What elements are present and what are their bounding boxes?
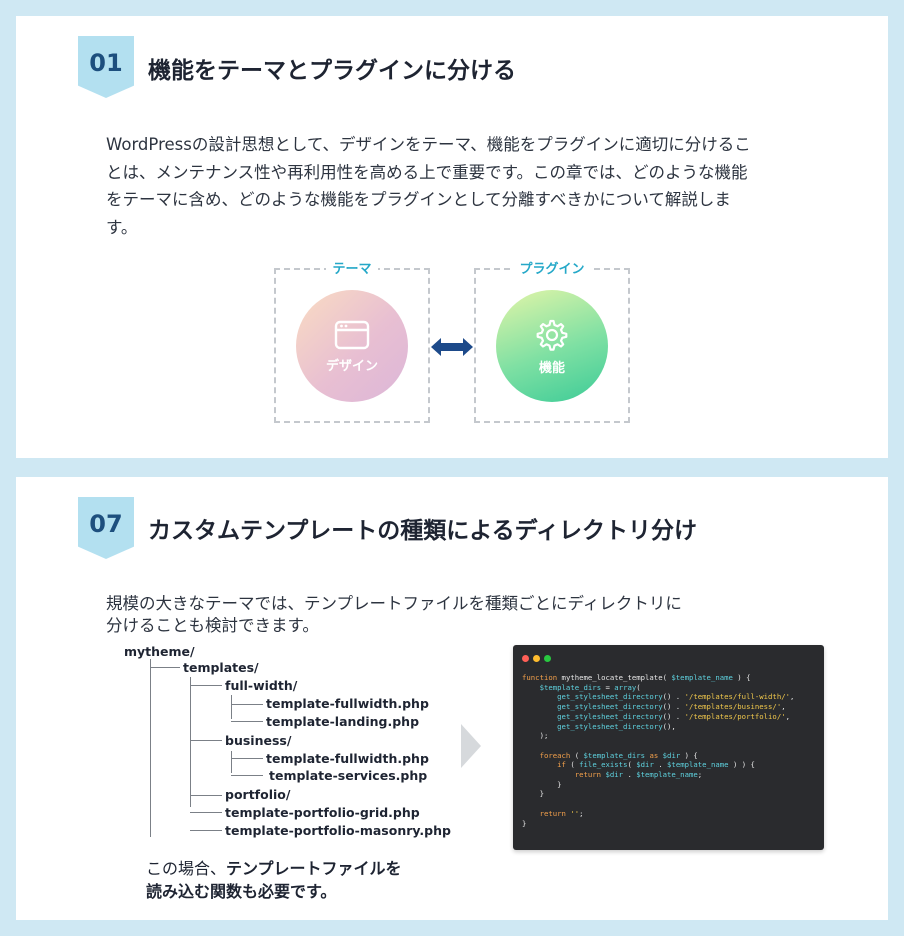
code-line: $template_dirs = array( xyxy=(539,682,641,692)
code-line: if ( file_exists( $dir . $template_name … xyxy=(557,760,755,770)
code-line xyxy=(522,741,794,751)
tree-guide-line xyxy=(231,751,232,773)
design-circle: デザイン xyxy=(296,290,408,402)
tree-node: template-services.php xyxy=(269,768,428,783)
theme-box-label: テーマ xyxy=(326,262,378,277)
code-line: get_stylesheet_directory(), xyxy=(557,721,676,731)
theme-box: テーマ デザイン xyxy=(274,262,430,423)
code-line: } xyxy=(522,818,527,828)
window-minimize-dot xyxy=(533,655,540,662)
paragraph-line: 規模の大きなテーマでは、テンプレートファイルを種類ごとにディレクトリに xyxy=(106,594,682,613)
code-line: return $dir . $template_name; xyxy=(574,770,703,780)
tree-node: template-fullwidth.php xyxy=(266,751,429,766)
code-line: get_stylesheet_directory() . '/templates… xyxy=(557,711,791,721)
tree-guide-line xyxy=(231,695,232,719)
code-line: } xyxy=(522,779,562,789)
tree-node: template-landing.php xyxy=(266,714,420,729)
window-close-dot xyxy=(522,655,529,662)
section-number-badge: 01 xyxy=(78,36,134,98)
code-window: function mytheme_locate_template( $templ… xyxy=(513,645,824,850)
section-card-07: 07 カスタムテンプレートの種類によるディレクトリ分け 規模の大きなテーマでは、… xyxy=(16,477,888,920)
note-bold: 読み込む関数も必要です。 xyxy=(146,882,337,901)
tree-connector xyxy=(150,667,180,668)
tree-connector xyxy=(231,758,263,759)
code-line: get_stylesheet_directory() . '/templates… xyxy=(557,692,795,702)
tree-guide-line xyxy=(150,659,151,837)
section-paragraph: 規模の大きなテーマでは、テンプレートファイルを種類ごとにディレクトリに 分けるこ… xyxy=(106,593,682,637)
tree-node: template-fullwidth.php xyxy=(266,696,429,711)
section-title: 機能をテーマとプラグインに分ける xyxy=(148,58,516,84)
tree-connector xyxy=(190,812,222,813)
code-block: function mytheme_locate_template( $templ… xyxy=(522,673,794,828)
tree-connector xyxy=(231,775,263,776)
paragraph-line: とは、メンテナンス性や再利用性を高める上で重要です。この章では、どのような機能 xyxy=(106,162,748,182)
tree-connector xyxy=(190,740,222,741)
tree-node: portfolio/ xyxy=(225,787,291,802)
tree-node: templates/ xyxy=(183,660,259,675)
plugin-box-label: プラグイン xyxy=(513,262,591,277)
code-line: } xyxy=(522,789,544,799)
section-card-01: 01 機能をテーマとプラグインに分ける WordPressの設計思想として、デザ… xyxy=(16,16,888,458)
browser-window-icon xyxy=(334,320,370,349)
tree-connector xyxy=(231,704,263,705)
code-line xyxy=(522,799,794,809)
double-arrow-icon xyxy=(431,338,473,356)
tree-connector xyxy=(231,721,263,722)
code-line: return ''; xyxy=(539,808,584,818)
code-line: function mytheme_locate_template( $templ… xyxy=(522,673,751,682)
paragraph-line: WordPressの設計思想として、デザインをテーマ、機能をプラグインに適切に分… xyxy=(106,135,751,154)
tree-node: business/ xyxy=(225,733,292,748)
tree-node: full-width/ xyxy=(225,678,298,693)
paragraph-line: をテーマに含め、どのような機能をプラグインとして分離すべきかについて解説しま xyxy=(106,190,731,209)
paragraph-line: 分けることも検討できます。 xyxy=(106,616,319,635)
arrow-right-icon xyxy=(461,724,481,768)
function-circle: 機能 xyxy=(496,290,608,402)
section-title: カスタムテンプレートの種類によるディレクトリ分け xyxy=(148,518,698,544)
code-line: get_stylesheet_directory() . '/templates… xyxy=(557,702,786,712)
note-text: この場合、テンプレートファイルを 読み込む関数も必要です。 xyxy=(146,857,402,903)
tree-node: template-portfolio-masonry.php xyxy=(225,823,451,838)
window-maximize-dot xyxy=(544,655,551,662)
tree-connector xyxy=(190,795,222,796)
section-number-badge: 07 xyxy=(78,497,134,559)
code-line: foreach ( $template_dirs as $dir ) { xyxy=(539,750,698,760)
tree-node: mytheme/ xyxy=(124,644,195,659)
note-prefix: この場合、 xyxy=(146,859,227,878)
directory-tree: mytheme/ templates/ full-width/ template… xyxy=(16,477,476,838)
section-paragraph: WordPressの設計思想として、デザインをテーマ、機能をプラグインに適切に分… xyxy=(106,131,751,241)
tree-connector xyxy=(190,830,222,831)
code-line: ); xyxy=(522,731,549,741)
tree-node: template-portfolio-grid.php xyxy=(225,805,420,820)
tree-connector xyxy=(190,685,222,686)
function-circle-label: 機能 xyxy=(538,360,565,376)
design-circle-label: デザイン xyxy=(325,358,378,374)
gear-icon xyxy=(536,319,568,351)
paragraph-line: す。 xyxy=(106,217,138,237)
plugin-box: プラグイン 機能 xyxy=(474,262,630,423)
tree-guide-line xyxy=(190,677,191,807)
note-bold: テンプレートファイルを xyxy=(226,859,402,878)
